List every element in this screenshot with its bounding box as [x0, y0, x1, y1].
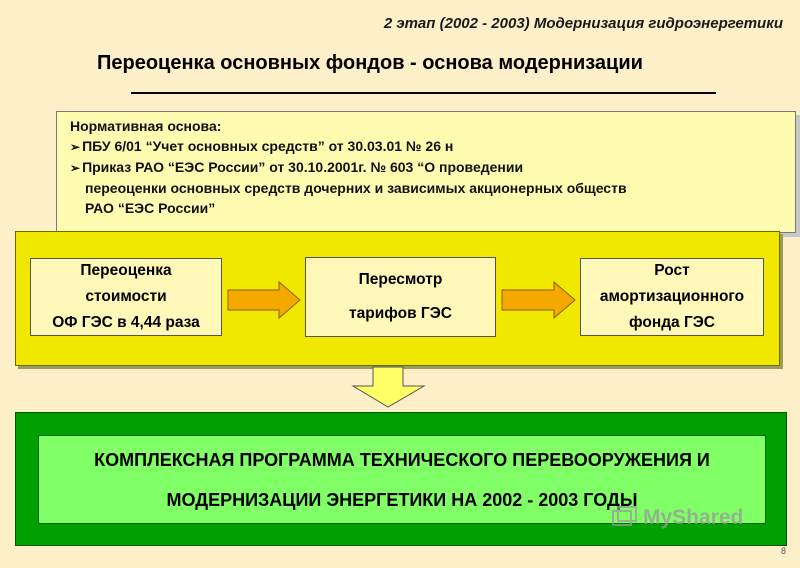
step-revaluation-box: Переоценка стоимости ОФ ГЭС в 4,44 раза	[30, 258, 222, 336]
page-number: 8	[780, 546, 786, 556]
right-arrow-icon	[227, 281, 301, 319]
stage-title: 2 этап (2002 - 2003) Модернизация гидроэ…	[383, 15, 783, 32]
normative-item: ➢Приказ РАО “ЕЭС России” от 30.10.2001г.…	[70, 159, 524, 175]
step-depreciation-box: Рост амортизационного фонда ГЭС	[580, 258, 764, 336]
normative-item: ➢ПБУ 6/01 “Учет основных средств” от 30.…	[70, 138, 454, 154]
program-title-box: КОМПЛЕКСНАЯ ПРОГРАММА ТЕХНИЧЕСКОГО ПЕРЕВ…	[38, 435, 766, 524]
arrow-bullet-icon: ➢	[70, 161, 81, 175]
arrow-bullet-icon: ➢	[70, 140, 81, 154]
myshared-logo-icon	[612, 506, 637, 526]
down-arrow-icon	[351, 366, 426, 408]
right-arrow-icon	[501, 281, 576, 319]
page-title: Переоценка основных фондов - основа моде…	[97, 52, 643, 74]
normative-basis-text: Нормативная основа: ➢ПБУ 6/01 “Учет осно…	[70, 116, 770, 218]
program-line-2: МОДЕРНИЗАЦИИ ЭНЕРГЕТИКИ НА 2002 - 2003 Г…	[166, 489, 638, 510]
normative-basis-box	[56, 111, 796, 233]
normative-continuation: РАО “ЕЭС России”	[85, 200, 216, 216]
watermark: MyShared	[612, 506, 743, 530]
normative-heading: Нормативная основа:	[70, 118, 222, 134]
normative-continuation: переоценки основных средств дочерних и з…	[85, 180, 627, 196]
title-underline	[131, 92, 716, 94]
program-line-1: КОМПЛЕКСНАЯ ПРОГРАММА ТЕХНИЧЕСКОГО ПЕРЕВ…	[94, 449, 710, 470]
step-tariff-review-box: Пересмотр тарифов ГЭС	[305, 257, 496, 337]
